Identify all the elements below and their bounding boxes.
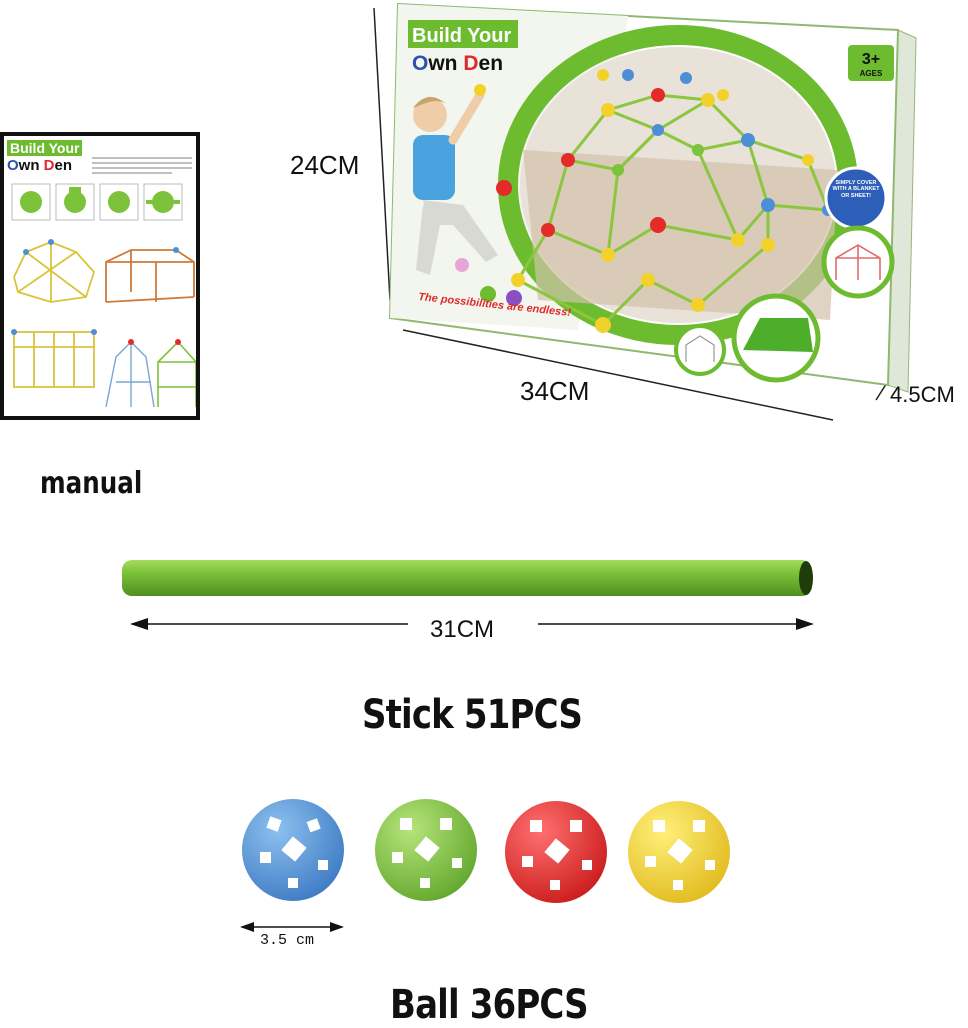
manual-title-line1: Build Your: [7, 140, 83, 156]
manual-diagrams: [11, 183, 196, 408]
ball-count-label: Ball 36PCS: [390, 982, 589, 1028]
box-title-line2: Own Den: [412, 52, 503, 75]
manual-frame-3: [13, 331, 95, 388]
box-title-line1: Build Your: [412, 25, 511, 47]
box-width-label: 34CM: [520, 376, 590, 406]
box-depth-label: 4.5CM: [890, 382, 955, 407]
manual-booklet: Build Your Own Den: [0, 132, 200, 420]
age-badge-small: AGES: [860, 69, 883, 78]
stick-count-label: Stick 51PCS: [362, 692, 583, 738]
cover-badge-text: SIMPLY COVER WITH A BLANKET OR SHEET!: [832, 180, 880, 199]
box-height-guide: [373, 7, 391, 301]
stick-end: [799, 561, 813, 595]
manual-frame-2: [105, 249, 195, 303]
manual-frame-1: [13, 241, 96, 303]
manual-instruction-lines: [92, 157, 192, 174]
manual-label: manual: [40, 466, 143, 501]
box-width-guide: [402, 329, 834, 421]
manual-frame-5: [157, 340, 196, 407]
box-height-label: 24CM: [290, 150, 360, 180]
age-badge: [848, 45, 894, 81]
stick-length-label: 31CM: [430, 616, 495, 643]
ball-size-label: 3.5 cm: [260, 932, 315, 949]
frame-balls: [511, 69, 834, 333]
stick: [122, 560, 812, 596]
product-box-illustration: Build Your Own Den 3+ AGES SIMPLY COVER …: [373, 2, 917, 421]
ball-yellow: [628, 801, 730, 903]
inset-white-frame: [674, 324, 726, 376]
ball-blue: [242, 799, 344, 901]
manual-frame-4: [105, 341, 155, 408]
manual-title-line2: Own Den: [7, 157, 73, 174]
ball-green: [375, 799, 477, 901]
child-figure: [413, 84, 512, 275]
balls-illustration: [240, 799, 730, 932]
ball-red: [505, 801, 607, 903]
age-badge-big: 3+: [862, 51, 880, 68]
stick-illustration: [122, 560, 814, 630]
manual-steps: [11, 183, 183, 221]
